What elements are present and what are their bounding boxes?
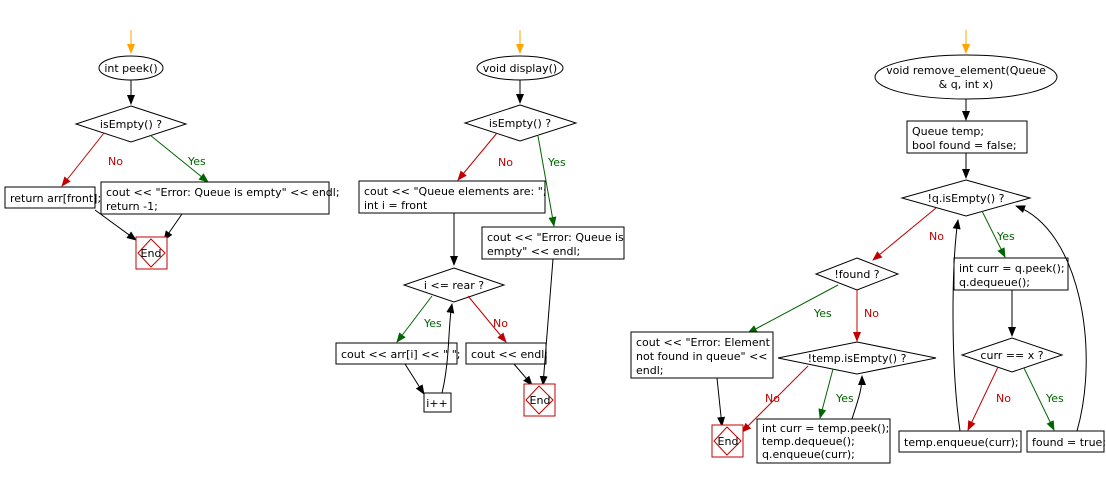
start-node-label: void display() xyxy=(483,62,557,75)
yes-label: Yes xyxy=(547,156,566,169)
process-box xyxy=(335,342,458,365)
decision-shape xyxy=(900,179,1032,217)
found-no-label: No xyxy=(864,307,879,320)
no-label: No xyxy=(108,155,123,168)
yes-label: Yes xyxy=(996,230,1015,243)
edge xyxy=(94,209,137,241)
increment-box xyxy=(423,392,452,413)
process-text: found = true; xyxy=(1032,436,1106,449)
edge xyxy=(539,258,554,386)
no-edge xyxy=(61,132,105,187)
process-text: Queue temp; xyxy=(912,125,984,138)
process-text: cout << "Error: Queue is xyxy=(487,231,624,244)
process-text: cout << "Error: Queue is empty" << endl; xyxy=(106,186,340,199)
loop-decision-label: i <= rear ? xyxy=(424,279,484,292)
loop-decision-shape xyxy=(402,267,506,303)
found-decision-label: !found ? xyxy=(834,268,879,281)
decision-shape xyxy=(463,104,578,142)
compare-decision-label: curr == x ? xyxy=(980,349,1043,362)
process-text: int i = front xyxy=(364,199,428,212)
process-text: temp.dequeue(); xyxy=(762,435,855,448)
process-text: not found in queue" << xyxy=(636,350,768,363)
loop-back-edge xyxy=(1015,205,1087,432)
start-node-label: & q, int x) xyxy=(939,78,994,91)
process-box xyxy=(756,418,891,464)
found-yes-label: Yes xyxy=(813,307,832,320)
compare-decision-shape xyxy=(960,337,1064,373)
end-node-diamond xyxy=(713,426,742,456)
flowchart-peek: int peek() isEmpty() ? No Yes return arr… xyxy=(4,30,340,270)
edge xyxy=(513,363,533,386)
no-edge xyxy=(872,207,937,261)
yes-edge xyxy=(818,368,834,419)
decision-label: isEmpty() ? xyxy=(489,117,551,130)
process-text: return -1; xyxy=(106,200,158,213)
loop-back-edge xyxy=(851,375,866,420)
loop-yes-label: Yes xyxy=(423,317,442,330)
process-text: int curr = q.peek(); xyxy=(959,262,1065,275)
decision-label: !q.isEmpty() ? xyxy=(927,192,1004,205)
process-box xyxy=(358,180,546,214)
start-node-label: int peek() xyxy=(104,62,157,75)
end-node-label: End xyxy=(530,394,551,407)
yes-edge xyxy=(537,135,557,227)
temp-yes-label: Yes xyxy=(835,392,854,405)
edge xyxy=(716,377,726,427)
process-box xyxy=(100,181,330,215)
process-text: endl; xyxy=(636,364,663,377)
process-text: i++ xyxy=(426,397,448,410)
compare-no-label: No xyxy=(996,392,1011,405)
end-node-diamond xyxy=(137,238,166,268)
temp-no-label: No xyxy=(765,392,780,405)
no-edge xyxy=(457,132,498,181)
process-box xyxy=(1026,430,1105,453)
start-node-label: void remove_element(Queue xyxy=(886,64,1046,77)
flowchart-display: void display() isEmpty() ? No Yes cout <… xyxy=(335,30,625,417)
process-text: q.enqueue(curr); xyxy=(762,448,855,461)
edge xyxy=(404,363,425,395)
yes-edge xyxy=(149,134,209,183)
process-text: cout << endl; xyxy=(471,348,548,361)
yes-label: Yes xyxy=(187,155,206,168)
process-text: cout << arr[i] << " "; xyxy=(341,348,460,361)
process-box xyxy=(481,226,625,260)
start-node-shape xyxy=(874,54,1058,100)
process-box xyxy=(906,120,1028,154)
process-text: temp.enqueue(curr); xyxy=(904,436,1019,449)
no-edge xyxy=(967,366,999,431)
edge xyxy=(163,213,183,241)
yes-edge xyxy=(1023,367,1055,431)
end-node-label: End xyxy=(718,435,739,448)
compare-yes-label: Yes xyxy=(1045,392,1064,405)
process-text: empty" << endl; xyxy=(487,245,580,258)
decision-label: isEmpty() ? xyxy=(100,118,162,131)
no-edge xyxy=(741,365,809,433)
loop-no-label: No xyxy=(493,317,508,330)
yes-edge xyxy=(981,210,1006,258)
loop-back-edge xyxy=(441,303,455,394)
end-node-diamond xyxy=(525,385,554,415)
no-edge xyxy=(467,295,507,343)
process-text: q.dequeue(); xyxy=(959,276,1030,289)
process-box xyxy=(630,331,774,379)
flowchart-remove-element: void remove_element(Queue & q, int x) Qu… xyxy=(630,30,1106,464)
process-text: cout << "Queue elements are: "; xyxy=(364,185,547,198)
yes-edge xyxy=(747,284,839,334)
loop-back-edge xyxy=(952,219,961,432)
yes-edge xyxy=(396,295,433,343)
process-text: int curr = temp.peek(); xyxy=(762,422,889,435)
no-label: No xyxy=(498,156,513,169)
temp-decision-shape xyxy=(777,341,937,375)
process-box xyxy=(953,257,1069,291)
process-text: cout << "Error: Element xyxy=(636,336,771,349)
process-text: return arr[front]; xyxy=(10,192,101,205)
process-text: bool found = false; xyxy=(912,139,1017,152)
end-node-label: End xyxy=(141,247,162,260)
no-label: No xyxy=(929,230,944,243)
temp-decision-label: !temp.isEmpty() ? xyxy=(808,352,907,365)
process-box xyxy=(4,186,96,209)
